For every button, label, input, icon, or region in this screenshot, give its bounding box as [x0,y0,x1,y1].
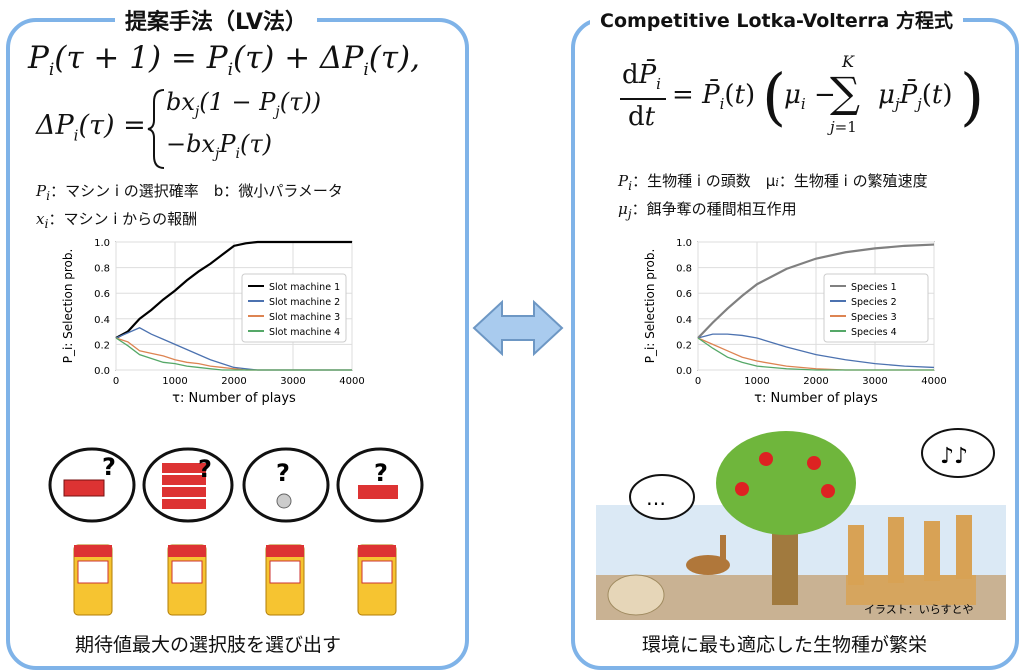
x-tick-label: 3000 [862,376,887,387]
y-tick-label: 0.6 [94,289,110,300]
series-line-1 [115,240,352,339]
x-axis-label: τ: Number of plays [172,391,296,406]
double-arrow-icon [472,299,564,357]
giraffes [846,515,976,605]
x-tick-label: 2000 [221,376,246,387]
speech-bubble-dots: … [629,474,695,520]
svg-text:?: ? [276,459,290,487]
y-tick-label: 0.4 [676,315,692,326]
left-caption: 期待値最大の選択肢を選び出す [75,634,342,656]
legend-label-3: Slot machine 3 [269,312,340,323]
x-tick-label: 4000 [921,376,946,387]
tree [716,431,856,605]
chart-slot-machines: 0 1000 2000 3000 4000 0.0 0.2 0.4 0.6 0.8 1.0Slot … [61,238,365,406]
eq-rhs-3: μjP̄j(t) [878,80,953,114]
thought-bubble-1: ? [48,447,136,523]
x-tick-label: 0 [113,376,119,387]
left-note-2: xi：マシン i からの報酬 [36,210,198,231]
y-axis-label: P_i: Selection prob. [643,249,657,364]
paren-close: ) [960,60,985,133]
series-line-2 [697,333,935,369]
nature-illustration: … ♪♪ イラスト：いらすとや [596,428,1006,620]
chart-species: 0 1000 2000 3000 4000 0.0 0.2 0.4 0.6 0.8 1.0Speci… [643,238,947,406]
eq-rhs-2: μi − [784,80,836,114]
y-tick-label: 0.8 [676,264,692,275]
eq-line-1: Pi(τ + 1) = Pi(τ) + ΔPi(τ), [28,40,420,81]
bones-icon [607,574,665,616]
right-note-1: Pi：生物種 i の頭数 μi：生物種 i の繁殖速度 [618,172,928,193]
slot-machine-2 [167,544,207,616]
slot-machine-3 [265,544,305,616]
series-line-4 [697,337,934,371]
thought-bubble-3: ? [242,447,330,523]
slot-machine-4 [357,544,397,616]
thought-bubble-2: ? [142,447,234,523]
fraction-bar [620,98,666,100]
x-tick-label: 3000 [280,376,305,387]
x-tick-label: 1000 [162,376,187,387]
svg-text:♪♪: ♪♪ [940,444,968,469]
y-tick-label: 0.8 [94,264,110,275]
eq-case-2: −bxjPi(τ) [166,130,273,162]
eq-denominator: dt [628,102,656,132]
y-tick-label: 0.4 [94,315,110,326]
legend-label-4: Species 4 [851,327,897,338]
legend-label-3: Species 3 [851,312,897,323]
sum-lower: j=1 [830,118,857,136]
thought-bubble-4: ? [336,447,424,523]
legend-label-2: Slot machine 2 [269,297,340,308]
legend [823,273,929,343]
slot-machine-1 [73,544,113,616]
svg-text:?: ? [198,455,212,483]
y-tick-label: 0.2 [676,340,692,351]
sum-upper: K [842,52,854,71]
right-caption: 環境に最も適応した生物種が繁栄 [642,634,928,656]
right-title: Competitive Lotka-Volterra 方程式 [590,6,963,33]
svg-text:?: ? [102,453,116,481]
speech-bubble-music: ♪♪ [921,428,995,478]
y-tick-label: 0.0 [676,366,692,377]
x-tick-label: 1000 [744,376,769,387]
series-line-1 [697,243,935,339]
gazelle [686,535,730,575]
eq-numerator: dP̄i [622,60,661,94]
y-tick-label: 0.2 [94,340,110,351]
sum-icon: ∑ [830,68,860,117]
svg-text:…: … [646,486,666,510]
eq-delta-lhs: ΔPi(τ) = [36,110,146,145]
y-axis-label: P_i: Selection prob. [61,249,75,364]
legend [241,273,347,343]
x-tick-label: 4000 [339,376,364,387]
series-line-4 [115,337,352,371]
y-tick-label: 1.0 [94,238,110,249]
x-tick-label: 0 [695,376,701,387]
legend-label-2: Species 2 [851,297,897,308]
paren-open: ( [762,60,787,133]
svg-text:?: ? [374,459,388,487]
y-tick-label: 0.6 [676,289,692,300]
left-note-1: Pi：マシン i の選択確率 b：微小パラメータ [36,182,343,203]
x-tick-label: 2000 [803,376,828,387]
x-axis-label: τ: Number of plays [754,391,878,406]
eq-rhs-1: = P̄i(t) [672,80,756,114]
slot-machines-illustration: ? ? ? ? [48,447,424,616]
left-title: 提案手法（LV法） [115,4,318,36]
right-note-2: μj：餌争奪の種間相互作用 [618,200,797,221]
legend-label-4: Slot machine 4 [269,327,340,338]
y-tick-label: 1.0 [676,238,692,249]
legend-label-1: Species 1 [851,282,897,293]
y-tick-label: 0.0 [94,366,110,377]
legend-label-1: Slot machine 1 [269,282,340,293]
brace-left [147,89,165,169]
illustration-credit: イラスト：いらすとや [864,603,974,616]
eq-case-1: bxj(1 − Pj(τ)) [166,88,322,120]
